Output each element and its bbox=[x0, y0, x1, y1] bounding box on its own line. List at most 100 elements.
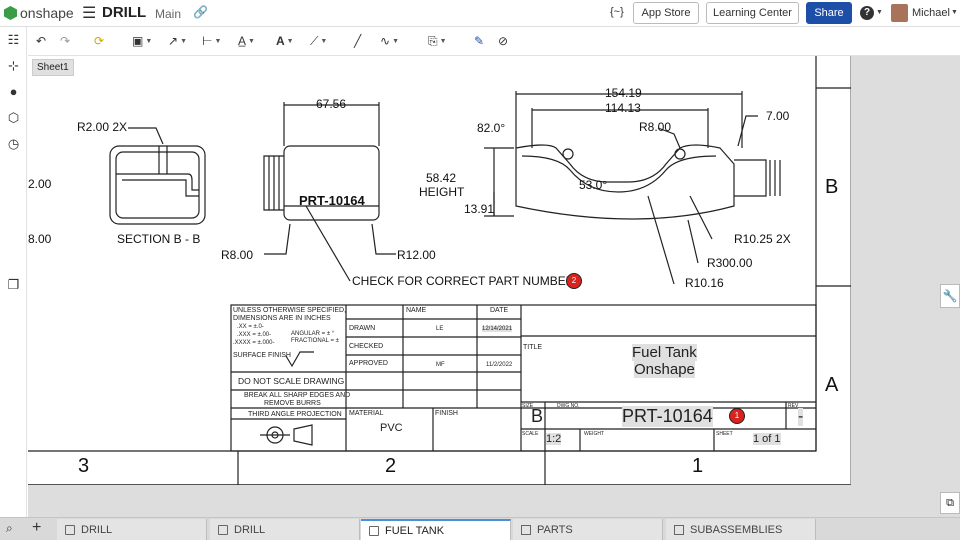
drawn-date[interactable]: 12/14/2021 bbox=[482, 326, 513, 332]
dim-r10-16[interactable]: R10.16 bbox=[685, 276, 724, 290]
surface-finish: SURFACE FINISH bbox=[233, 352, 291, 359]
part-number-label[interactable]: PRT-10164 bbox=[299, 193, 365, 208]
folder-icon bbox=[674, 524, 684, 535]
dwg-no-badge[interactable]: 1 bbox=[729, 408, 745, 424]
export-icon[interactable]: ⎘▼ bbox=[428, 33, 447, 48]
dim-height-label[interactable]: HEIGHT bbox=[419, 185, 465, 199]
size-value[interactable]: B bbox=[531, 406, 544, 426]
onshape-logo-icon[interactable] bbox=[4, 6, 17, 20]
inspect-icon[interactable]: ⊘ bbox=[498, 34, 509, 48]
dim-r200-2x[interactable]: R2.00 2X bbox=[77, 120, 128, 134]
dim-r12-00[interactable]: R12.00 bbox=[397, 248, 436, 262]
tab-fuel-tank[interactable]: FUEL TANK bbox=[361, 519, 511, 540]
drawing-sheet: R2.00 2X 2.00 8.00 SECTION B - B 67.56 P… bbox=[28, 56, 851, 485]
link-icon[interactable]: 🔗 bbox=[193, 5, 208, 19]
workspace-name[interactable]: Main bbox=[155, 7, 182, 21]
dim-r300-00[interactable]: R300.00 bbox=[707, 256, 753, 270]
zone-a: A bbox=[825, 374, 839, 396]
user-avatar[interactable] bbox=[891, 4, 908, 22]
note-badge[interactable]: 2 bbox=[566, 273, 582, 289]
insert-view-icon[interactable]: ▣▼ bbox=[132, 34, 153, 48]
user-name[interactable]: Michael bbox=[912, 7, 950, 19]
approved-date[interactable]: 11/2/2022 bbox=[486, 362, 513, 368]
zone-b: B bbox=[825, 176, 839, 198]
top-bar: onshape ☰ DRILL Main 🔗 {~} App Store Lea… bbox=[0, 0, 960, 27]
feature-list-icon[interactable]: ☷ bbox=[7, 32, 20, 47]
help-icon[interactable]: ? bbox=[860, 6, 874, 20]
leader-icon[interactable]: ⟋▼ bbox=[310, 33, 328, 48]
part-number-note[interactable]: CHECK FOR CORRECT PART NUMBER! bbox=[352, 274, 578, 288]
text-block-icon[interactable]: A̲▼ bbox=[238, 34, 255, 48]
third-angle: THIRD ANGLE PROJECTION bbox=[248, 411, 342, 418]
drawing-toolbar: ↶ ↷ ⟳ ▣▼ ↗▼ ⊢▼ A̲▼ A▼ ⟋▼ ╱ ∿▼ ⎘▼ ✎ ⊘ bbox=[28, 27, 960, 56]
finish-header: FINISH bbox=[435, 410, 458, 417]
dim-r8-00-side[interactable]: R8.00 bbox=[639, 120, 672, 134]
dim-2-00[interactable]: 2.00 bbox=[28, 177, 52, 191]
title-line-1[interactable]: Fuel Tank bbox=[632, 344, 697, 361]
dwg-no-value[interactable]: PRT-10164 bbox=[622, 406, 713, 427]
dim-8-00[interactable]: 8.00 bbox=[28, 232, 52, 246]
scale-value[interactable]: 1:2 bbox=[546, 433, 562, 445]
dim-58-42[interactable]: 58.42 bbox=[426, 171, 457, 185]
comments-icon[interactable]: ● bbox=[9, 84, 18, 99]
sheet-value[interactable]: 1 of 1 bbox=[753, 433, 781, 445]
dim-67-56[interactable]: 67.56 bbox=[316, 97, 347, 111]
zone-1: 1 bbox=[692, 455, 704, 477]
search-tabs-icon[interactable]: ⌕ bbox=[6, 521, 13, 535]
tab-bar: ⌕ + DRILL DRILL FUEL TANK PARTS SUBASSEM… bbox=[0, 517, 960, 540]
app-store-button[interactable]: App Store bbox=[633, 2, 699, 24]
document-title[interactable]: DRILL bbox=[102, 4, 147, 21]
checked-label: CHECKED bbox=[349, 343, 384, 350]
add-view-icon[interactable]: ⊹ bbox=[8, 58, 19, 73]
tol-fractional: FRACTIONAL = ± bbox=[291, 338, 339, 344]
regenerate-icon[interactable]: ⟳ bbox=[94, 34, 105, 48]
help-caret-icon[interactable]: ▼ bbox=[876, 9, 883, 16]
line-icon[interactable]: ╱ bbox=[354, 34, 362, 48]
drawn-name[interactable]: LE bbox=[436, 326, 444, 332]
tab-subassemblies[interactable]: SUBASSEMBLIES bbox=[666, 519, 816, 540]
dim-82-angle[interactable]: 82.0° bbox=[477, 121, 506, 135]
dim-7-00[interactable]: 7.00 bbox=[766, 109, 790, 123]
tab-drill-studio[interactable]: DRILL bbox=[57, 519, 207, 540]
tab-drill-drawing[interactable]: DRILL bbox=[210, 519, 360, 540]
rev-header: REV bbox=[788, 403, 799, 409]
measure-icon[interactable]: ✎ bbox=[474, 34, 485, 48]
history-icon[interactable]: ◷ bbox=[7, 136, 20, 151]
text-icon[interactable]: A▼ bbox=[276, 34, 294, 48]
drawing-icon bbox=[218, 524, 228, 535]
redo-icon[interactable]: ↷ bbox=[60, 34, 71, 48]
spline-icon[interactable]: ∿▼ bbox=[380, 34, 399, 48]
sheet-panel-icon[interactable]: ⧉ bbox=[940, 492, 960, 514]
dim-r10-25-2x[interactable]: R10.25 2X bbox=[734, 232, 791, 246]
dimension-icon[interactable]: ⊢▼ bbox=[202, 34, 222, 48]
sheet-tab[interactable]: Sheet1 bbox=[32, 59, 74, 76]
dim-r8-00-front[interactable]: R8.00 bbox=[221, 248, 254, 262]
rev-value[interactable]: - bbox=[798, 408, 804, 426]
dim-53-angle[interactable]: 53.0° bbox=[579, 178, 608, 192]
app-logo-text[interactable]: onshape bbox=[20, 5, 74, 21]
dim-114-13[interactable]: 114.13 bbox=[605, 101, 641, 115]
learning-center-button[interactable]: Learning Center bbox=[706, 2, 799, 24]
share-button[interactable]: Share bbox=[806, 2, 852, 24]
user-caret-icon[interactable]: ▼ bbox=[951, 9, 958, 16]
section-label[interactable]: SECTION B - B bbox=[117, 232, 201, 246]
zone-3: 3 bbox=[78, 455, 90, 477]
wrench-icon[interactable]: 🔧 bbox=[940, 284, 960, 308]
menu-icon[interactable]: ☰ bbox=[82, 5, 97, 22]
variables-icon[interactable]: {~} bbox=[610, 6, 624, 18]
material-value[interactable]: PVC bbox=[380, 422, 403, 434]
title-line-2[interactable]: Onshape bbox=[634, 361, 695, 378]
tol-line-2: DIMENSIONS ARE IN INCHES bbox=[233, 315, 331, 322]
parts-icon[interactable]: ⬡ bbox=[7, 110, 20, 125]
tab-parts[interactable]: PARTS bbox=[513, 519, 663, 540]
drawing-canvas[interactable]: R2.00 2X 2.00 8.00 SECTION B - B 67.56 P… bbox=[28, 56, 960, 517]
dim-154-19[interactable]: 154.19 bbox=[605, 86, 642, 100]
undo-icon[interactable]: ↶ bbox=[36, 34, 47, 48]
approved-name[interactable]: MF bbox=[436, 362, 445, 368]
tol-xx: .XX = ±.0- bbox=[237, 324, 264, 330]
add-tab-icon[interactable]: + bbox=[32, 519, 42, 536]
dim-13-91[interactable]: 13.91 bbox=[464, 202, 495, 216]
tol-line-1: UNLESS OTHERWISE SPECIFIED, bbox=[233, 307, 347, 314]
section-view-icon[interactable]: ↗▼ bbox=[168, 34, 187, 48]
view-cube-icon[interactable]: ❐ bbox=[7, 277, 20, 292]
